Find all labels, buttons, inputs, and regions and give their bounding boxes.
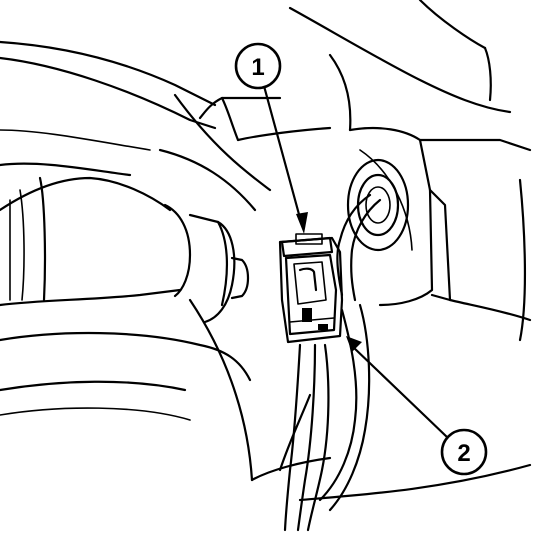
leader-line-1 — [262, 84, 302, 220]
callout-2-label: 2 — [457, 440, 470, 467]
leader-arrows — [262, 84, 450, 440]
callout-1: 1 — [234, 42, 282, 90]
callout-2: 2 — [440, 428, 488, 476]
leader-line-2 — [350, 344, 450, 440]
bulkhead-structure — [348, 126, 532, 342]
arrowhead-1 — [296, 212, 308, 234]
connector — [278, 233, 344, 344]
arrowhead-2 — [346, 336, 362, 352]
callout-1-label: 1 — [251, 54, 264, 81]
lower-panel-outline — [0, 298, 532, 502]
steering-column — [0, 176, 250, 324]
dash-panel-outline — [0, 0, 512, 212]
